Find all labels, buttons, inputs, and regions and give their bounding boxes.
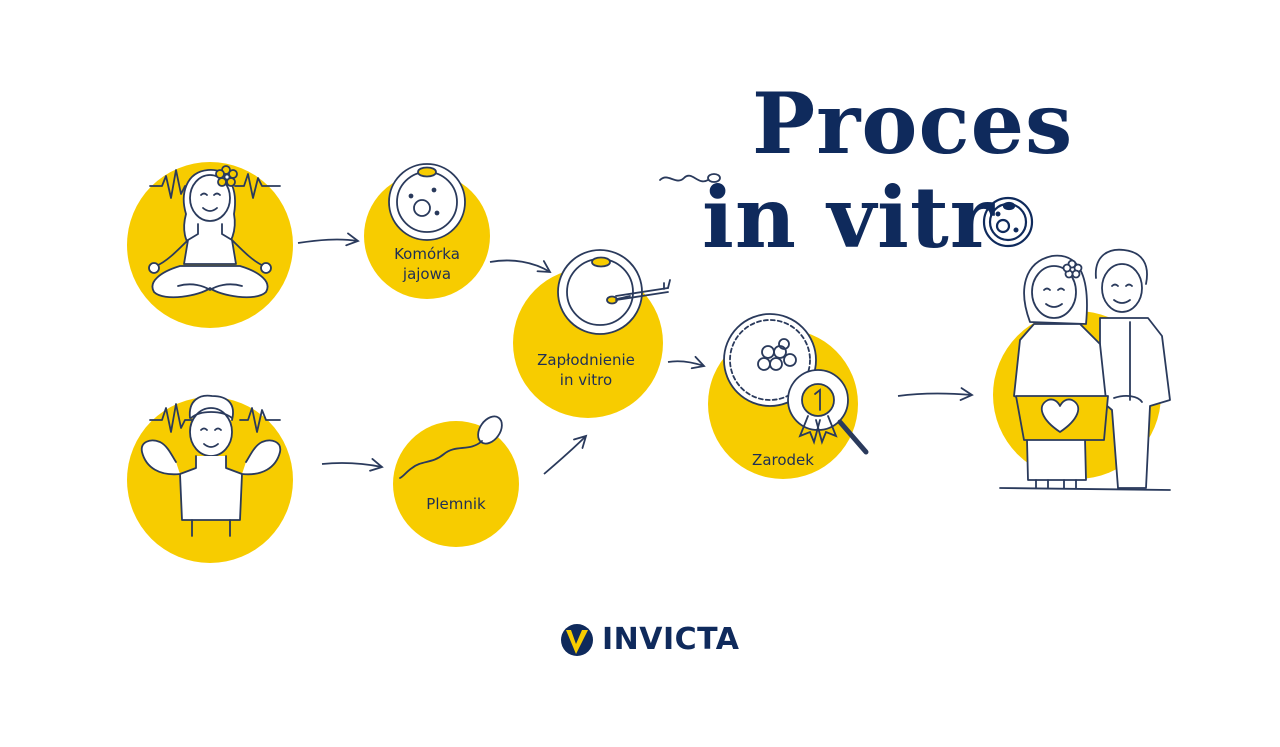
heart-icon (1040, 398, 1080, 433)
invicta-logo-icon (561, 624, 593, 656)
brand-name: INVICTA (602, 622, 740, 657)
egg-cell-illustration (388, 163, 466, 241)
heartbeat-icon (149, 403, 193, 433)
arrow-embryo-to-couple (897, 387, 974, 401)
title-line-1: Proces (752, 74, 1074, 173)
fertilization-illustration (557, 249, 671, 335)
arrow-man-to-sperm (321, 458, 384, 472)
title-egg-cell-o (982, 196, 1034, 248)
meditating-woman-illustration (148, 165, 281, 299)
arrow-fertilization-to-embryo (667, 355, 706, 370)
egg-cell-label-line2: jajowa (402, 265, 452, 283)
award-icon (798, 383, 838, 445)
egg-cell-label-line1: Komórka (394, 245, 460, 263)
embryo-illustration (723, 313, 869, 455)
flower-icon (215, 165, 238, 187)
egg-cell-label: Komórka jajowa (394, 244, 460, 284)
title-sperm-decoration (659, 173, 721, 183)
fertilization-label: Zapłodnienie in vitro (537, 350, 635, 390)
fertilization-label-line1: Zapłodnienie (537, 351, 635, 369)
embryo-label: Zarodek (752, 451, 814, 469)
sperm-circle (393, 421, 519, 547)
heartbeat-icon (239, 407, 281, 433)
title-line-2: in vitr (702, 168, 996, 267)
flexing-man-illustration (140, 394, 282, 537)
logo-mark-spacer (560, 623, 594, 657)
flower-icon (1062, 259, 1083, 279)
heartbeat-icon (149, 169, 195, 199)
arrow-sperm-to-fertilization (543, 434, 588, 475)
fertilization-label-line2: in vitro (559, 371, 613, 389)
invicta-logo: INVICTA (560, 622, 740, 657)
happy-couple-illustration (999, 248, 1171, 491)
heartbeat-icon (234, 173, 281, 199)
arrow-egg-to-fertilization (489, 259, 552, 273)
sperm-label: Plemnik (426, 495, 486, 513)
arrow-woman-to-egg (297, 232, 360, 247)
sperm-illustration (399, 415, 503, 479)
